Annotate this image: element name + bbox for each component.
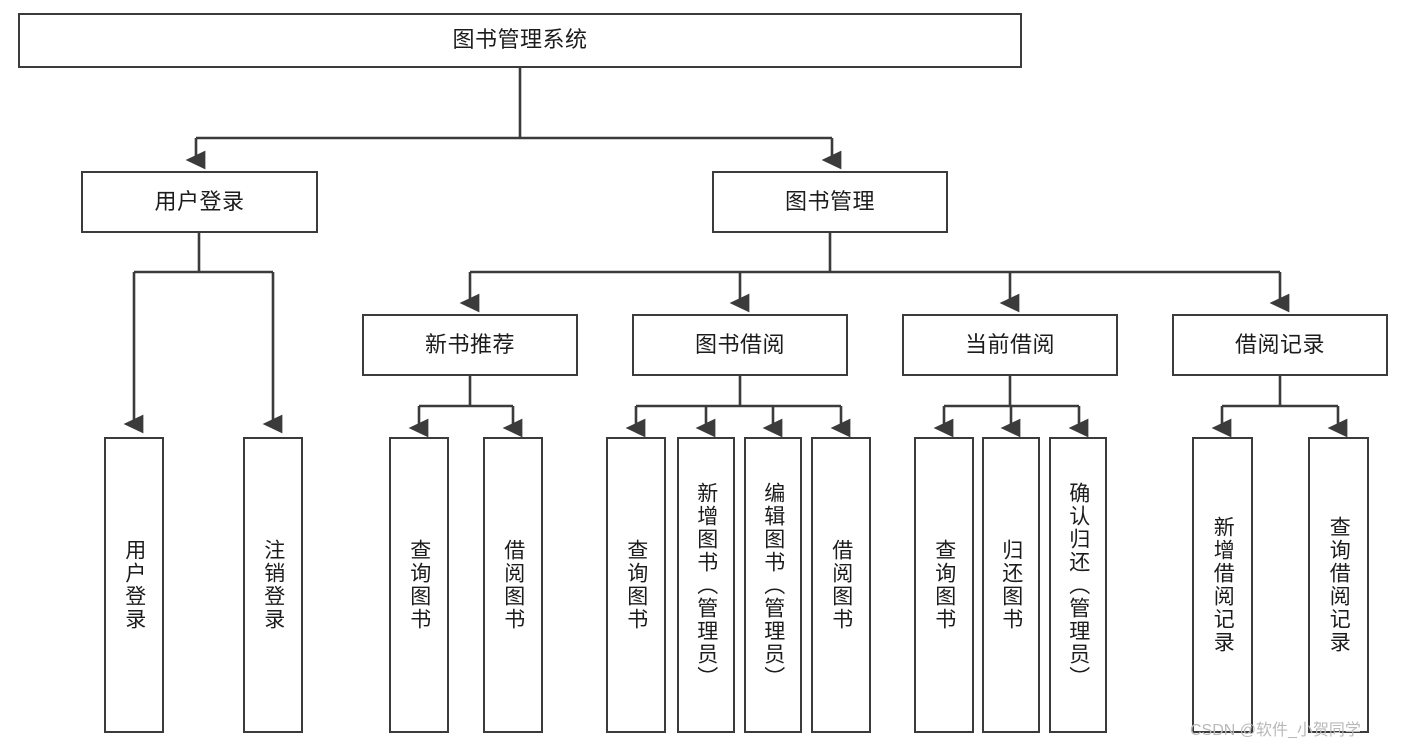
node-label: 归还图书 xyxy=(999,539,1023,631)
node-leaf-logout[interactable]: 注销登录 xyxy=(243,437,303,733)
node-user-login[interactable]: 用户登录 xyxy=(81,171,318,233)
node-label: 新增借阅记录 xyxy=(1211,516,1235,654)
node-leaf-lend-book[interactable]: 借阅图书 xyxy=(811,437,871,733)
node-label: 编辑图书（管理员） xyxy=(761,481,785,689)
node-leaf-add-book-admin[interactable]: 新增图书（管理员） xyxy=(677,437,735,733)
node-new-book-recommend[interactable]: 新书推荐 xyxy=(362,314,578,376)
node-label: 查询图书 xyxy=(932,539,956,631)
node-current-borrow[interactable]: 当前借阅 xyxy=(902,314,1118,376)
node-borrow-records[interactable]: 借阅记录 xyxy=(1172,314,1388,376)
node-label: 图书管理系统 xyxy=(452,27,588,53)
node-root-book-management-system[interactable]: 图书管理系统 xyxy=(18,13,1022,68)
node-leaf-query-book-nb[interactable]: 查询图书 xyxy=(389,437,449,733)
node-leaf-edit-book-admin[interactable]: 编辑图书（管理员） xyxy=(744,437,802,733)
node-label: 借阅记录 xyxy=(1234,331,1325,357)
node-leaf-return-book[interactable]: 归还图书 xyxy=(982,437,1040,733)
node-book-management[interactable]: 图书管理 xyxy=(712,171,948,233)
node-label: 新增图书（管理员） xyxy=(694,481,718,689)
node-leaf-confirm-return-admin[interactable]: 确认归还（管理员） xyxy=(1049,437,1107,733)
node-label: 当前借阅 xyxy=(964,331,1055,357)
node-label: 新书推荐 xyxy=(424,331,515,357)
node-label: 用户登录 xyxy=(122,539,146,631)
node-label: 查询借阅记录 xyxy=(1327,516,1351,654)
node-label: 图书管理 xyxy=(784,188,875,214)
node-label: 查询图书 xyxy=(407,539,431,631)
node-book-borrow[interactable]: 图书借阅 xyxy=(632,314,848,376)
node-label: 查询图书 xyxy=(624,539,648,631)
node-label: 借阅图书 xyxy=(501,539,525,631)
node-leaf-user-login[interactable]: 用户登录 xyxy=(104,437,164,733)
node-label: 借阅图书 xyxy=(829,539,853,631)
node-leaf-query-borrow-record[interactable]: 查询借阅记录 xyxy=(1308,437,1369,733)
node-leaf-query-book-cu[interactable]: 查询图书 xyxy=(914,437,974,733)
node-leaf-query-book-bo[interactable]: 查询图书 xyxy=(606,437,666,733)
node-label: 用户登录 xyxy=(154,188,245,214)
node-label: 注销登录 xyxy=(261,539,285,631)
node-leaf-borrow-book-nb[interactable]: 借阅图书 xyxy=(483,437,543,733)
node-leaf-add-borrow-record[interactable]: 新增借阅记录 xyxy=(1192,437,1253,733)
node-label: 确认归还（管理员） xyxy=(1066,481,1090,689)
node-label: 图书借阅 xyxy=(694,331,785,357)
